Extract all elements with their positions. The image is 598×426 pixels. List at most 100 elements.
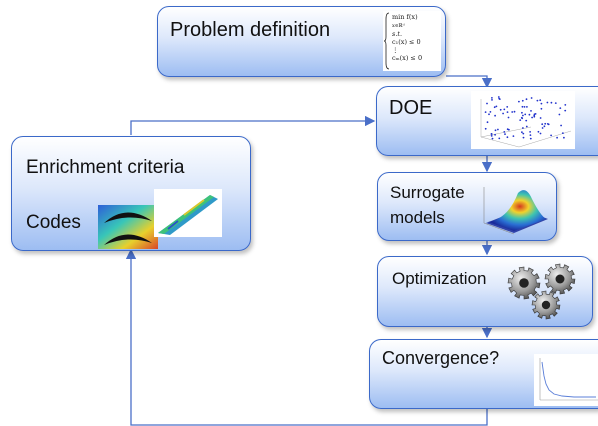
enrichment-criteria-title: Enrichment criteria [26,157,185,178]
doe-sample-point [506,136,509,139]
doe-sample-point [556,136,558,139]
formula-subject-to: s.t. [392,30,403,38]
doe-sample-point [530,97,533,99]
doe-sample-point [490,133,493,135]
formula-constraint-m: cₘ(x) ≤ 0 [392,54,423,62]
doe-label: DOE [389,97,433,119]
doe-sample-point [525,119,528,122]
optimization-label: Optimization [392,269,487,288]
doe-sample-point [507,116,510,119]
doe-sample-point [506,106,509,108]
doe-sample-point [522,127,524,129]
cfd-simulation-thumbnail [98,205,158,249]
doe-sample-point [503,131,506,133]
surrogate-label-line1: Surrogate [390,183,465,202]
doe-sample-point [491,137,494,140]
problem-definition-label: Problem definition [170,19,331,41]
doe-sample-point [554,102,557,104]
problem-definition-box: Problem definition min f(x) x∈ℝᵈ s.t. c₁… [157,6,446,77]
doe-sample-point [521,111,523,114]
surrogate-label-line2: models [390,208,445,227]
doe-sample-point [563,136,565,139]
doe-sample-point [525,98,528,101]
doe-sample-point [503,108,506,111]
codes-label: Codes [26,212,81,233]
doe-sample-point [491,99,493,101]
doe-sample-point [484,111,487,113]
doe-sample-point [521,105,524,108]
formula-constraint-1: c₁(x) ≤ 0 [392,38,421,46]
doe-axes [480,99,572,148]
doe-sample-point [526,106,528,108]
doe-sample-point [486,121,489,124]
doe-sample-point [531,116,533,119]
optimization-box: Optimization [377,256,593,327]
doe-sample-point [562,132,564,134]
surrogate-models-box: Surrogate models [377,172,557,241]
doe-sample-point [521,99,524,102]
doe-sample-point [518,100,520,103]
doe-sample-point [550,134,552,137]
doe-sample-point [546,123,549,125]
doe-sample-point [522,136,525,139]
optimization-formula: min f(x) x∈ℝᵈ s.t. c₁(x) ≤ 0 ⋮ cₘ(x) ≤ 0 [383,11,441,71]
doe-sample-point [539,99,542,102]
doe-sample-point [560,124,562,127]
doe-sample-point [490,135,493,137]
doe-sample-point [521,131,523,134]
doe-box: DOE [376,86,598,156]
arrow-enrichment-to-doe [130,115,376,135]
formula-brace-icon [384,12,390,70]
convergence-box: Convergence? [369,339,598,409]
doe-sample-point [541,127,544,129]
doe-sample-point [494,133,496,136]
doe-sample-point [539,132,542,135]
gear-hole [519,278,529,288]
formula-objective-domain: x∈ℝᵈ [392,23,405,29]
doe-sample-point [497,96,500,98]
doe-sample-point [546,101,549,104]
doe-sample-point [550,101,553,104]
formula-ellipsis: ⋮ [392,46,399,54]
convergence-label: Convergence? [382,348,500,368]
gear-hole [541,300,551,310]
doe-sample-point [513,110,516,113]
doe-sample-point [541,123,544,126]
doe-sample-point [529,134,532,136]
surrogate-surface-thumbnail [483,187,548,235]
convergence-plot-thumbnail [534,354,598,406]
formula-objective: min f(x) [392,13,418,21]
doe-sample-point [543,125,546,128]
doe-sample-point [488,113,490,116]
doe-sample-point [519,119,522,121]
doe-scatter-thumbnail [471,91,575,149]
doe-sample-point [522,114,524,117]
doe-sample-point [525,125,528,128]
doe-sample-point [489,111,492,113]
doe-sample-point [506,128,509,131]
doe-sample-point [523,106,526,108]
gears-icon [507,263,576,320]
doe-sample-point [539,117,542,119]
doe-sample-point [564,109,567,112]
doe-sample-point [540,107,543,110]
doe-sample-point [529,137,532,140]
doe-sample-point [484,127,487,130]
doe-sample-point [495,105,498,108]
doe-sample-point [498,137,501,140]
doe-sample-point [506,111,509,113]
doe-sample-point [493,106,496,109]
doe-sample-point [491,97,493,99]
doe-sample-point [512,135,515,137]
doe-sample-point [520,116,523,119]
doe-sample-point [540,102,543,105]
doe-sample-point [502,112,504,115]
doe-sample-point [528,113,531,116]
doe-sample-point [564,104,567,106]
doe-sample-point [511,111,514,113]
doe-sample-point [559,107,562,109]
doe-sample-point [544,122,547,125]
doe-sample-point [494,129,497,132]
doe-sample-point [524,113,527,116]
doe-sample-point [486,102,488,105]
